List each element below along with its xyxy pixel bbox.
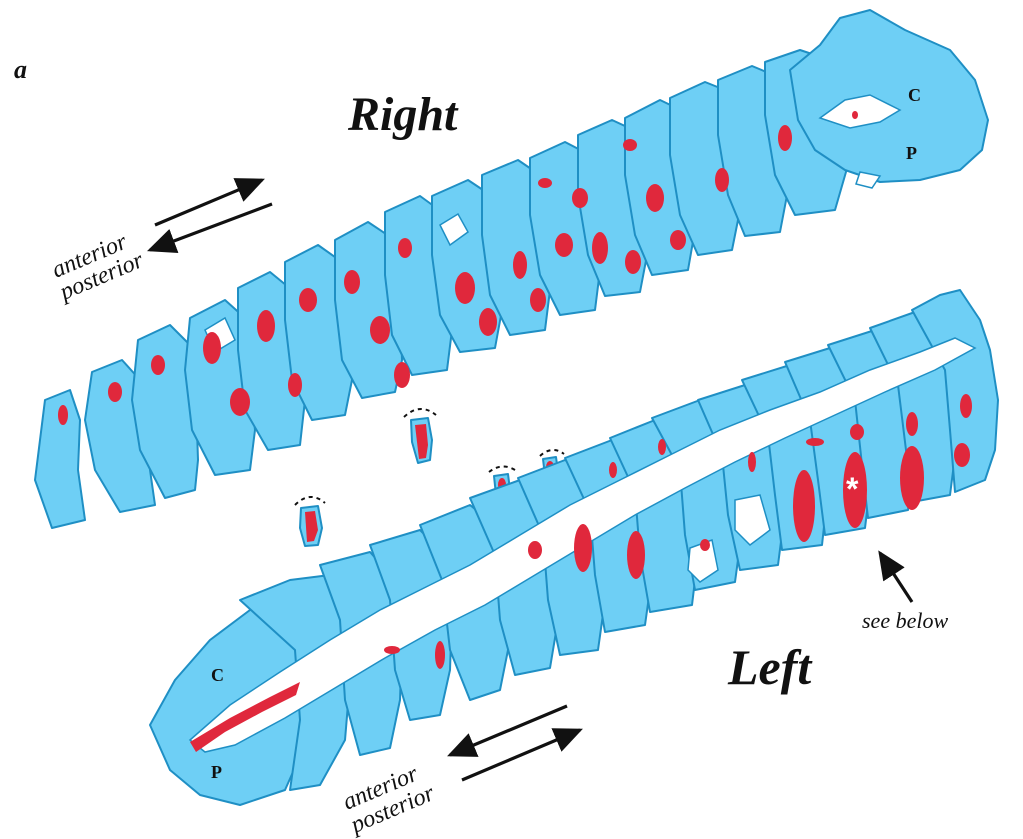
lesion [748, 452, 756, 472]
callout-label: see below [862, 608, 948, 633]
lesion [658, 439, 666, 455]
lesion [58, 405, 68, 425]
lesion [230, 388, 250, 416]
lesion [384, 646, 400, 654]
lesion [646, 184, 664, 212]
lesion [555, 233, 573, 257]
lesion [954, 443, 970, 467]
lesion [151, 355, 165, 375]
lesion [108, 382, 122, 402]
left-title: Left [727, 639, 813, 695]
panel-label: a [14, 55, 27, 84]
lesion [528, 541, 542, 559]
lesion [299, 288, 317, 312]
posterior-arrow [462, 730, 580, 780]
lesion [793, 470, 815, 542]
lesion [203, 332, 221, 364]
lesion [288, 373, 302, 397]
lesion [700, 539, 710, 551]
lesion [778, 125, 792, 151]
lesion [715, 168, 729, 192]
callout-arrow [880, 553, 912, 602]
lesion [572, 188, 588, 208]
anterior-arrow [450, 706, 567, 755]
lesion [574, 524, 592, 572]
lesion [625, 250, 641, 274]
lesion [906, 412, 918, 436]
lesion [960, 394, 972, 418]
lesion [370, 316, 390, 344]
lesion [394, 362, 410, 388]
lesion [670, 230, 686, 250]
lesion [479, 308, 497, 336]
right-c-label: C [908, 85, 921, 105]
left-p-label: P [211, 762, 222, 782]
lesion [398, 238, 412, 258]
see-below-callout: see below [862, 553, 948, 633]
lesion [852, 111, 858, 119]
lesion [257, 310, 275, 342]
lesion [455, 272, 475, 304]
fragment-cap [489, 466, 515, 472]
lesion [530, 288, 546, 312]
lesion [850, 424, 864, 440]
asterisk-marker: * [846, 471, 859, 507]
fragment-cap [295, 497, 325, 505]
fragment-cap [540, 450, 564, 456]
lesion [623, 139, 637, 151]
lesion [806, 438, 824, 446]
left-c-label: C [211, 665, 224, 685]
lesion [344, 270, 360, 294]
lesion [435, 641, 445, 669]
anterior-arrow [155, 180, 262, 225]
lesion [538, 178, 552, 188]
lesion [900, 446, 924, 510]
right-title: Right [347, 88, 459, 141]
fragment-cap [404, 409, 436, 417]
lesion [609, 462, 617, 478]
lesion [592, 232, 608, 264]
lesion [513, 251, 527, 279]
posterior-arrow [150, 204, 272, 250]
right-p-label: P [906, 143, 917, 163]
lesion [627, 531, 645, 579]
